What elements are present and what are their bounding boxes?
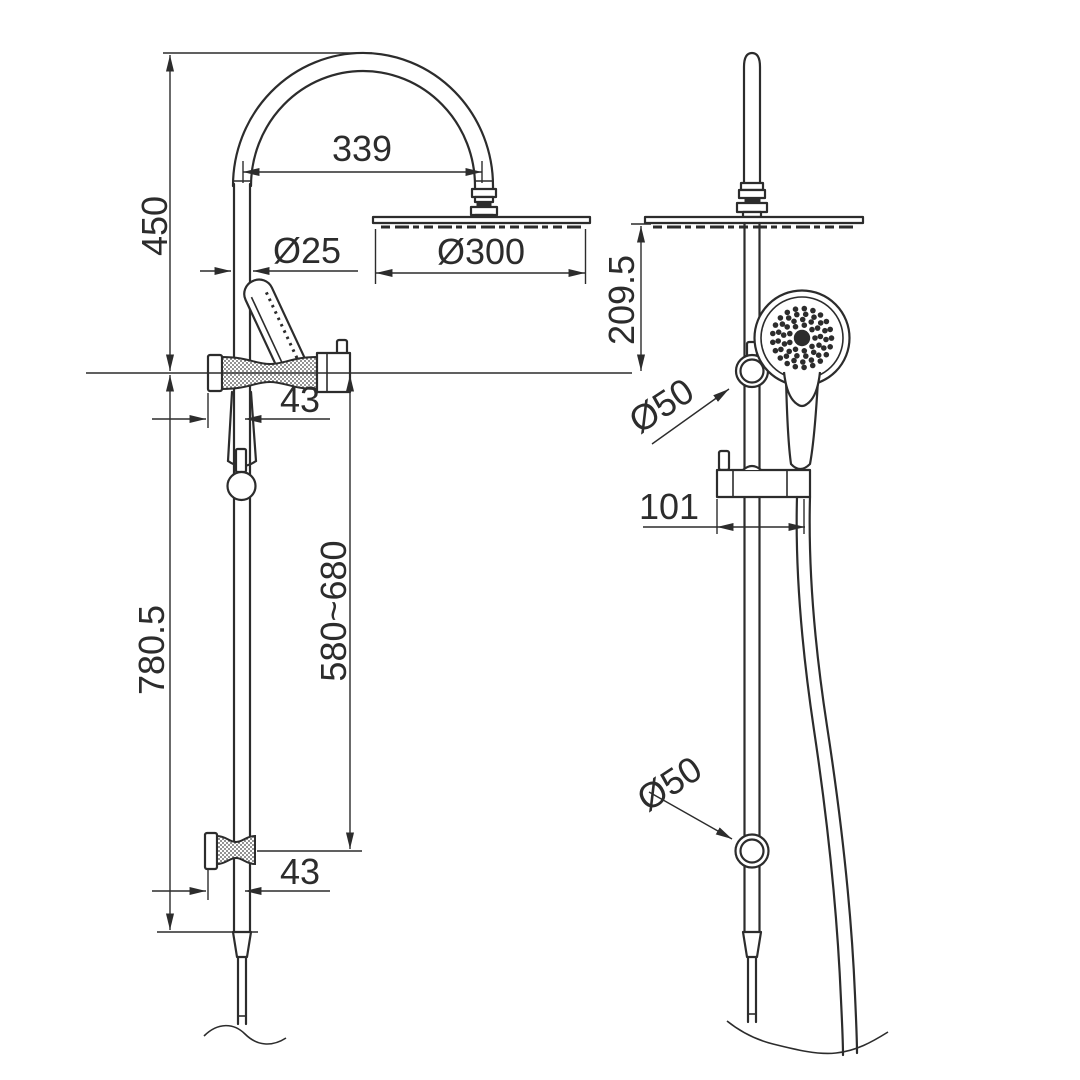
leader-upper-bracket-dia	[651, 388, 730, 445]
sliding-bracket-side	[715, 449, 812, 499]
side-view	[643, 51, 889, 1057]
bottom-outlet-front	[203, 930, 287, 1045]
spray-center-dot	[793, 329, 811, 347]
leader-lower-bracket-dia	[648, 791, 733, 840]
dim-lower-bracket-diameter: Ø50	[629, 748, 708, 819]
bottom-outlet-side	[726, 930, 889, 1055]
water-break-line-side	[726, 1020, 889, 1055]
hand-shower-front	[243, 278, 308, 380]
dim-head-to-diverter: 209.5	[601, 255, 642, 345]
hand-shower-neck	[782, 371, 822, 408]
lower-wall-bracket-front	[203, 831, 256, 871]
dim-arm-projection: 339	[332, 128, 392, 169]
hand-shower-face	[753, 289, 851, 408]
top-inlet-pipe	[742, 51, 762, 192]
hand-shower-spray-dots	[770, 305, 835, 371]
dim-upper-bracket-diameter: Ø50	[621, 370, 700, 441]
overhead-connector-side	[735, 181, 769, 219]
dim-upper-wall-offset: 43	[280, 379, 320, 420]
overhead-shower-plate	[371, 215, 592, 229]
dimension-layer: 450 780.5 339 Ø25 Ø300 209.5 43 580~680	[86, 52, 805, 933]
dim-lower-wall-offset: 43	[280, 851, 320, 892]
dim-bracket-projection: 101	[639, 486, 699, 527]
front-view	[203, 51, 592, 1045]
lower-wall-bracket-side	[734, 833, 770, 869]
overhead-connector	[469, 184, 499, 221]
dim-overhead-diameter: Ø300	[437, 231, 525, 272]
slider-knob-front	[226, 447, 257, 502]
dim-pipe-diameter: Ø25	[273, 230, 341, 271]
overhead-shower-plate-side	[643, 215, 865, 229]
dim-riser-height: 450	[134, 196, 175, 256]
water-break-line-front	[203, 1024, 287, 1045]
dim-slide-range: 580~680	[313, 540, 354, 681]
dim-rail-length: 780.5	[131, 605, 172, 695]
shower-hose	[795, 495, 859, 1057]
